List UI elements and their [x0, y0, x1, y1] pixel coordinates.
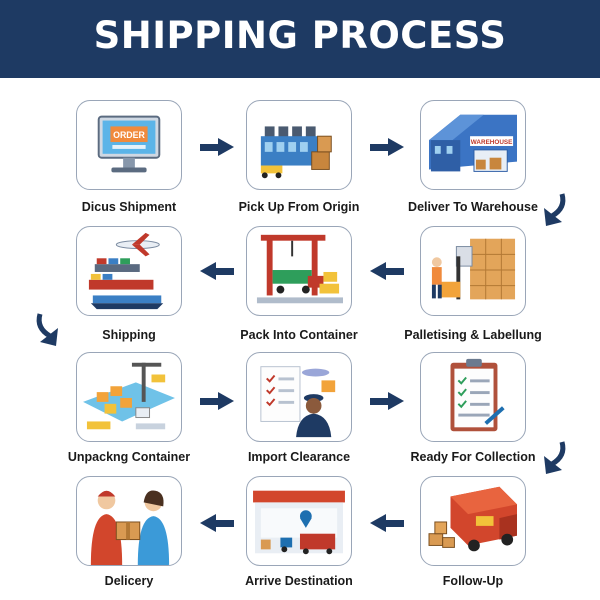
handover-delivery-icon	[90, 490, 170, 565]
order-text: ORDER	[113, 130, 145, 140]
clipboard-checklist-icon	[450, 358, 505, 432]
warehouse-icon: WAREHOUSE	[429, 114, 517, 172]
step-label: Pack Into Container	[240, 328, 358, 342]
arrow-right-icon	[200, 392, 234, 410]
warehouse-sign-text: WAREHOUSE	[471, 139, 513, 146]
step-card-delivery	[76, 476, 182, 566]
step-card-dicus-shipment: ORDER	[76, 100, 182, 190]
customs-officer-icon	[260, 366, 336, 438]
step-label: Pick Up From Origin	[238, 200, 360, 214]
computer-order-icon: ORDER	[97, 115, 161, 173]
arrow-left-icon	[370, 262, 404, 280]
step-label: Deliver To Warehouse	[408, 200, 538, 214]
page-title: SHIPPING PROCESS	[93, 14, 507, 57]
curved-arrow-down-icon	[544, 193, 566, 226]
factory-pickup-icon	[260, 126, 332, 179]
container-crane-icon	[256, 234, 343, 304]
curved-arrow-down-icon	[544, 441, 566, 474]
arrow-right-icon	[200, 138, 234, 156]
arrow-right-icon	[370, 138, 404, 156]
step-card-import-clearance	[246, 352, 352, 442]
step-label: Ready For Collection	[410, 450, 536, 464]
step-label: Unpackng Container	[67, 450, 191, 464]
step-label: Dicus Shipment	[81, 200, 177, 214]
curved-arrow-down-icon	[36, 313, 58, 346]
destination-warehouse-icon	[253, 490, 345, 555]
step-card-shipping	[76, 226, 182, 316]
arrow-left-icon	[200, 262, 234, 280]
header-banner: SHIPPING PROCESS	[0, 0, 600, 78]
step-label: Shipping	[102, 328, 156, 342]
forklift-pallet-icon	[431, 238, 516, 300]
plane-ship-train-icon	[88, 232, 164, 310]
step-label: Import Clearance	[247, 450, 351, 464]
arrow-right-icon	[370, 392, 404, 410]
step-card-unpacking	[76, 352, 182, 442]
port-unloading-icon	[83, 362, 175, 430]
arrow-left-icon	[370, 514, 404, 532]
step-label: Arrive Destination	[245, 574, 353, 588]
step-card-arrive-destination	[246, 476, 352, 566]
delivery-truck-icon	[428, 486, 517, 552]
step-card-palletising	[420, 226, 526, 316]
step-label: Follow-Up	[442, 574, 504, 588]
step-card-follow-up	[420, 476, 526, 566]
step-label: Palletising & Labellung	[404, 328, 542, 342]
step-card-pack-container	[246, 226, 352, 316]
step-card-ready-collection	[420, 352, 526, 442]
step-card-pick-up	[246, 100, 352, 190]
step-card-deliver-warehouse: WAREHOUSE	[420, 100, 526, 190]
arrow-left-icon	[200, 514, 234, 532]
step-label: Delicery	[104, 574, 154, 588]
